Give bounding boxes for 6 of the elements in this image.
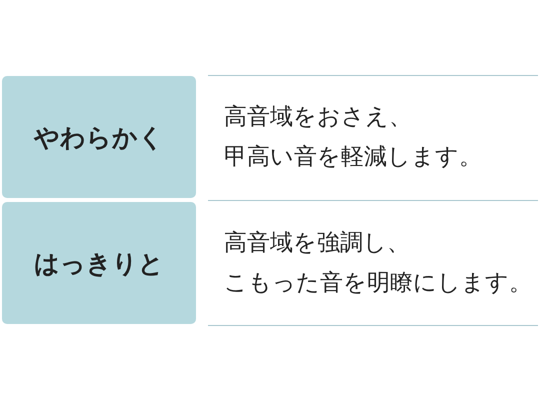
description-text: 高音域を強調し、こもった音を明瞭にします。: [224, 229, 524, 298]
row-heading: はっきりと: [34, 248, 164, 280]
description-text: 高音域をおさえ、甲高い音を軽減します。: [224, 103, 483, 172]
row-heading: やわらかく: [34, 122, 164, 154]
label-panel: [2, 76, 196, 198]
label-panel: [2, 202, 196, 324]
